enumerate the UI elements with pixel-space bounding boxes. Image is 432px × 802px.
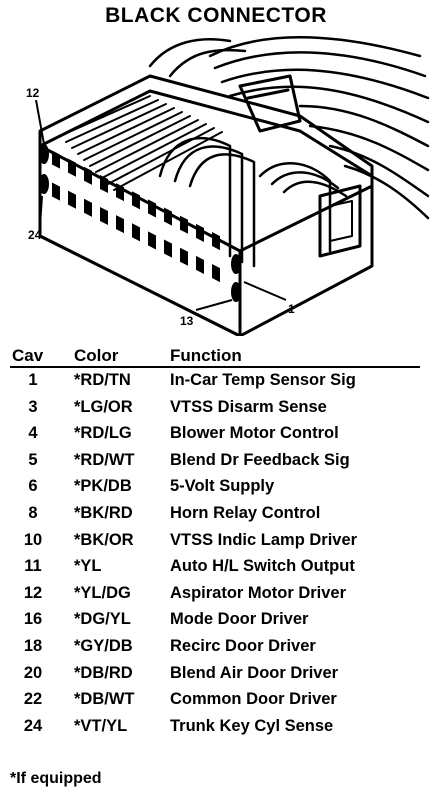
color-cell: *LG/OR — [74, 397, 133, 416]
table-row: 8 *BK/RD Horn Relay Control — [10, 501, 420, 528]
color-cell: *RD/WT — [74, 450, 135, 469]
function-cell: 5-Volt Supply — [170, 477, 275, 496]
color-cell: *RD/TN — [74, 371, 131, 389]
color-cell: *BK/RD — [74, 503, 133, 522]
color-cell: *YL — [74, 557, 102, 576]
cav-cell: 22 — [23, 690, 43, 709]
cav-cell: 1 — [28, 371, 38, 389]
color-cell: *DB/WT — [74, 690, 135, 709]
pin-label-1: 1 — [288, 302, 295, 316]
function-cell: Auto H/L Switch Output — [170, 557, 355, 576]
color-cell: *RD/LG — [74, 424, 132, 443]
wire-bundle — [148, 36, 430, 220]
cav-cell: 5 — [28, 450, 38, 469]
table-row: 20 *DB/RD Blend Air Door Driver — [10, 661, 420, 688]
cav-cell: 11 — [24, 557, 42, 576]
cav-cell: 16 — [23, 610, 43, 629]
function-cell: Horn Relay Control — [170, 503, 321, 522]
function-cell: Blend Air Door Driver — [170, 663, 339, 682]
header-function: Function — [170, 346, 242, 365]
cav-cell: 12 — [23, 583, 43, 602]
header-color: Color — [74, 346, 119, 365]
cav-cell: 18 — [23, 636, 43, 655]
table-row: 4 *RD/LG Blower Motor Control — [10, 421, 420, 448]
color-cell: *GY/DB — [74, 636, 133, 655]
function-cell: Trunk Key Cyl Sense — [170, 716, 334, 735]
table-row: 11 *YL Auto H/L Switch Output — [10, 554, 420, 581]
pin-label-13: 13 — [180, 314, 194, 328]
table-row: 6 *PK/DB 5-Volt Supply — [10, 474, 420, 501]
function-cell: Recirc Door Driver — [170, 636, 316, 655]
function-cell: In-Car Temp Sensor Sig — [170, 371, 356, 389]
table-row: 12 *YL/DG Aspirator Motor Driver — [10, 581, 420, 608]
function-cell: Aspirator Motor Driver — [170, 583, 347, 602]
color-cell: *YL/DG — [74, 583, 131, 602]
function-cell: VTSS Disarm Sense — [170, 397, 327, 416]
table-row: 22 *DB/WT Common Door Driver — [10, 687, 420, 714]
connector-illustration — [35, 36, 430, 336]
table-row: 24 *VT/YL Trunk Key Cyl Sense — [10, 714, 420, 741]
pinout-table: Cav Color Function 1 *RD/TN In-Car Temp Se… — [10, 346, 420, 740]
table-header: Cav Color Function — [10, 346, 420, 368]
function-cell: VTSS Indic Lamp Driver — [170, 530, 358, 549]
function-cell: Blend Dr Feedback Sig — [170, 450, 350, 469]
cav-cell: 8 — [28, 503, 38, 522]
header-cav: Cav — [12, 346, 44, 365]
function-cell: Common Door Driver — [170, 690, 337, 709]
footnote: *If equipped — [10, 770, 102, 787]
table-row: 10 *BK/OR VTSS Indic Lamp Driver — [10, 528, 420, 555]
table-row: 5 *RD/WT Blend Dr Feedback Sig — [10, 448, 420, 475]
color-cell: *PK/DB — [74, 477, 132, 496]
color-cell: *BK/OR — [74, 530, 134, 549]
function-cell: Blower Motor Control — [170, 424, 339, 443]
pin-label-12: 12 — [26, 86, 40, 100]
table-row: 16 *DG/YL Mode Door Driver — [10, 607, 420, 634]
table-row: 1 *RD/TN In-Car Temp Sensor Sig — [10, 368, 420, 395]
color-cell: *DG/YL — [74, 610, 131, 629]
cav-cell: 3 — [28, 397, 38, 416]
cav-cell: 6 — [28, 477, 38, 496]
table-row: 3 *LG/OR VTSS Disarm Sense — [10, 395, 420, 422]
table-row: 18 *GY/DB Recirc Door Driver — [10, 634, 420, 661]
cav-cell: 24 — [23, 716, 43, 735]
cav-cell: 4 — [28, 424, 38, 443]
table-body: 1 *RD/TN In-Car Temp Sensor Sig 3 *LG/OR VTSS… — [10, 368, 420, 740]
color-cell: *VT/YL — [74, 716, 128, 735]
color-cell: *DB/RD — [74, 663, 133, 682]
pin-label-24: 24 — [28, 228, 42, 242]
function-cell: Mode Door Driver — [170, 610, 309, 629]
header-rule — [10, 366, 420, 368]
cav-cell: 10 — [23, 530, 43, 549]
diagram-title: BLACK CONNECTOR — [105, 4, 327, 27]
cav-cell: 20 — [23, 663, 43, 682]
